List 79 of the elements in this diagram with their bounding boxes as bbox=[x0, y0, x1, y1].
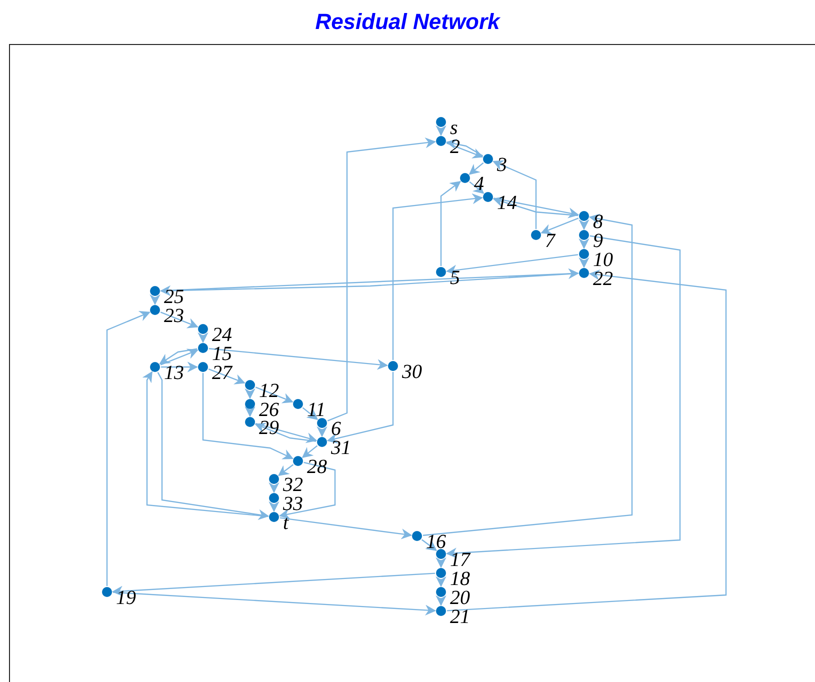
node-label: 24 bbox=[212, 325, 232, 345]
arrow bbox=[540, 218, 579, 234]
arrow bbox=[280, 517, 412, 540]
arrow bbox=[392, 193, 484, 360]
node-label: 5 bbox=[450, 268, 460, 288]
node-label: 19 bbox=[116, 588, 136, 608]
node-label: 18 bbox=[450, 569, 470, 589]
node-label: 14 bbox=[497, 193, 517, 213]
node-label: 8 bbox=[593, 212, 603, 232]
node-label: s bbox=[450, 118, 458, 138]
arrow bbox=[160, 272, 578, 296]
arrow bbox=[440, 180, 462, 266]
chart-title: Residual Network bbox=[314, 8, 502, 36]
arrow bbox=[302, 445, 318, 458]
arrow bbox=[278, 464, 294, 476]
arrow bbox=[106, 311, 150, 586]
node-label: 32 bbox=[283, 475, 303, 495]
arrow bbox=[244, 388, 256, 400]
arrow bbox=[208, 348, 388, 370]
node-label: 25 bbox=[164, 287, 184, 307]
arrow bbox=[268, 482, 280, 494]
arrow bbox=[446, 138, 484, 156]
arrow bbox=[150, 294, 160, 306]
arrow bbox=[446, 142, 484, 158]
node-label: 17 bbox=[450, 550, 470, 570]
arrow bbox=[244, 406, 256, 418]
arrow bbox=[326, 372, 394, 444]
arrow bbox=[436, 125, 446, 136]
arrow bbox=[302, 407, 318, 420]
arrow bbox=[436, 576, 446, 588]
node-label: 7 bbox=[545, 231, 555, 251]
arrow bbox=[468, 162, 484, 175]
node-label: 27 bbox=[212, 363, 232, 383]
node-label: 13 bbox=[164, 363, 184, 383]
arrow bbox=[469, 181, 484, 194]
arrow bbox=[578, 257, 590, 268]
node-label: 3 bbox=[497, 155, 507, 175]
node-label: 12 bbox=[259, 381, 279, 401]
node-label: 31 bbox=[331, 438, 351, 458]
arrow bbox=[208, 368, 246, 384]
arrow bbox=[436, 557, 446, 568]
node-label: 11 bbox=[307, 400, 326, 420]
node-label: 16 bbox=[426, 532, 446, 552]
node-label: 4 bbox=[474, 174, 484, 194]
arrow bbox=[436, 595, 446, 606]
node-label: 2 bbox=[450, 137, 460, 157]
node-label: 23 bbox=[164, 306, 184, 326]
node-label: 33 bbox=[283, 494, 303, 514]
arrow bbox=[446, 270, 727, 612]
node-label: 29 bbox=[259, 418, 279, 438]
arrow bbox=[316, 426, 328, 438]
arrow bbox=[198, 332, 208, 344]
arrow bbox=[278, 462, 336, 520]
node-label: 10 bbox=[593, 250, 613, 270]
arrow bbox=[422, 214, 633, 536]
node-label: 6 bbox=[331, 419, 341, 439]
node-label: 22 bbox=[593, 269, 613, 289]
arrow bbox=[112, 572, 436, 597]
node-label: 21 bbox=[450, 607, 470, 627]
node-label: t bbox=[283, 513, 289, 533]
arrow bbox=[255, 386, 294, 404]
arrow bbox=[327, 137, 436, 422]
node-label: 9 bbox=[593, 231, 603, 251]
node-label: 15 bbox=[212, 344, 232, 364]
arrow bbox=[202, 373, 294, 460]
arrow bbox=[160, 312, 198, 328]
arrow bbox=[421, 539, 438, 552]
arrow bbox=[578, 238, 590, 250]
arrow bbox=[492, 160, 537, 229]
node-label: 20 bbox=[450, 588, 470, 608]
arrow bbox=[112, 592, 436, 616]
node-label: 30 bbox=[402, 362, 422, 382]
arrow bbox=[161, 362, 198, 372]
node-label: 26 bbox=[259, 400, 279, 420]
arrow bbox=[578, 219, 590, 230]
arrow bbox=[446, 254, 578, 276]
node-label: 28 bbox=[307, 457, 327, 477]
arrow bbox=[268, 501, 280, 512]
arrow bbox=[446, 235, 681, 558]
